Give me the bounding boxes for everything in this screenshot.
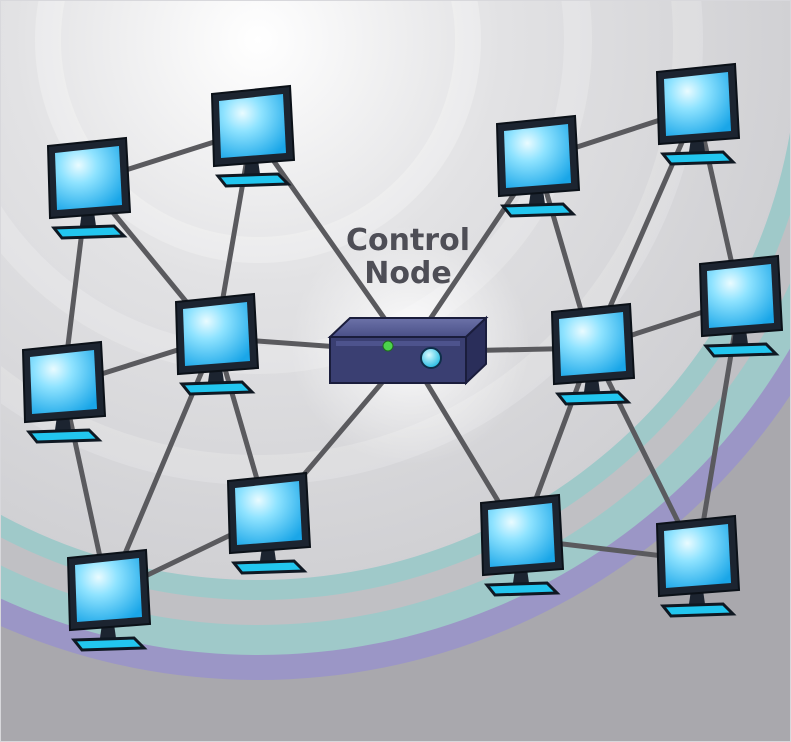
screen [235, 481, 302, 545]
computer-c3-icon [21, 340, 107, 444]
computer-c2-icon [210, 84, 296, 188]
screen [55, 146, 122, 210]
status-led-icon [382, 340, 394, 352]
computer-c5-icon [66, 548, 152, 652]
control-node-label-line2: Node [364, 256, 452, 291]
screen [183, 302, 250, 366]
computer-c12-icon [655, 514, 741, 618]
screen [664, 524, 731, 588]
computer-c11-icon [479, 493, 565, 597]
screen [219, 94, 286, 158]
screen [664, 72, 731, 136]
link-c2-hub [249, 127, 411, 355]
screen [488, 503, 555, 567]
computer-c6-icon [226, 471, 312, 575]
screen [707, 264, 774, 328]
computer-c4-icon [174, 292, 260, 396]
computer-c1-icon [46, 136, 132, 240]
screen [504, 124, 571, 188]
computers-layer [21, 62, 784, 652]
hub-top [327, 317, 489, 338]
screen [559, 312, 626, 376]
control-node-hub [327, 315, 489, 386]
computer-c8-icon [655, 62, 741, 166]
power-button-icon [420, 347, 442, 369]
screen [30, 350, 97, 414]
computer-c7-icon [495, 114, 581, 218]
computer-c9-icon [698, 254, 784, 358]
screen [75, 558, 142, 622]
computer-c10-icon [550, 302, 636, 406]
control-node-label-line1: Control [346, 223, 470, 258]
